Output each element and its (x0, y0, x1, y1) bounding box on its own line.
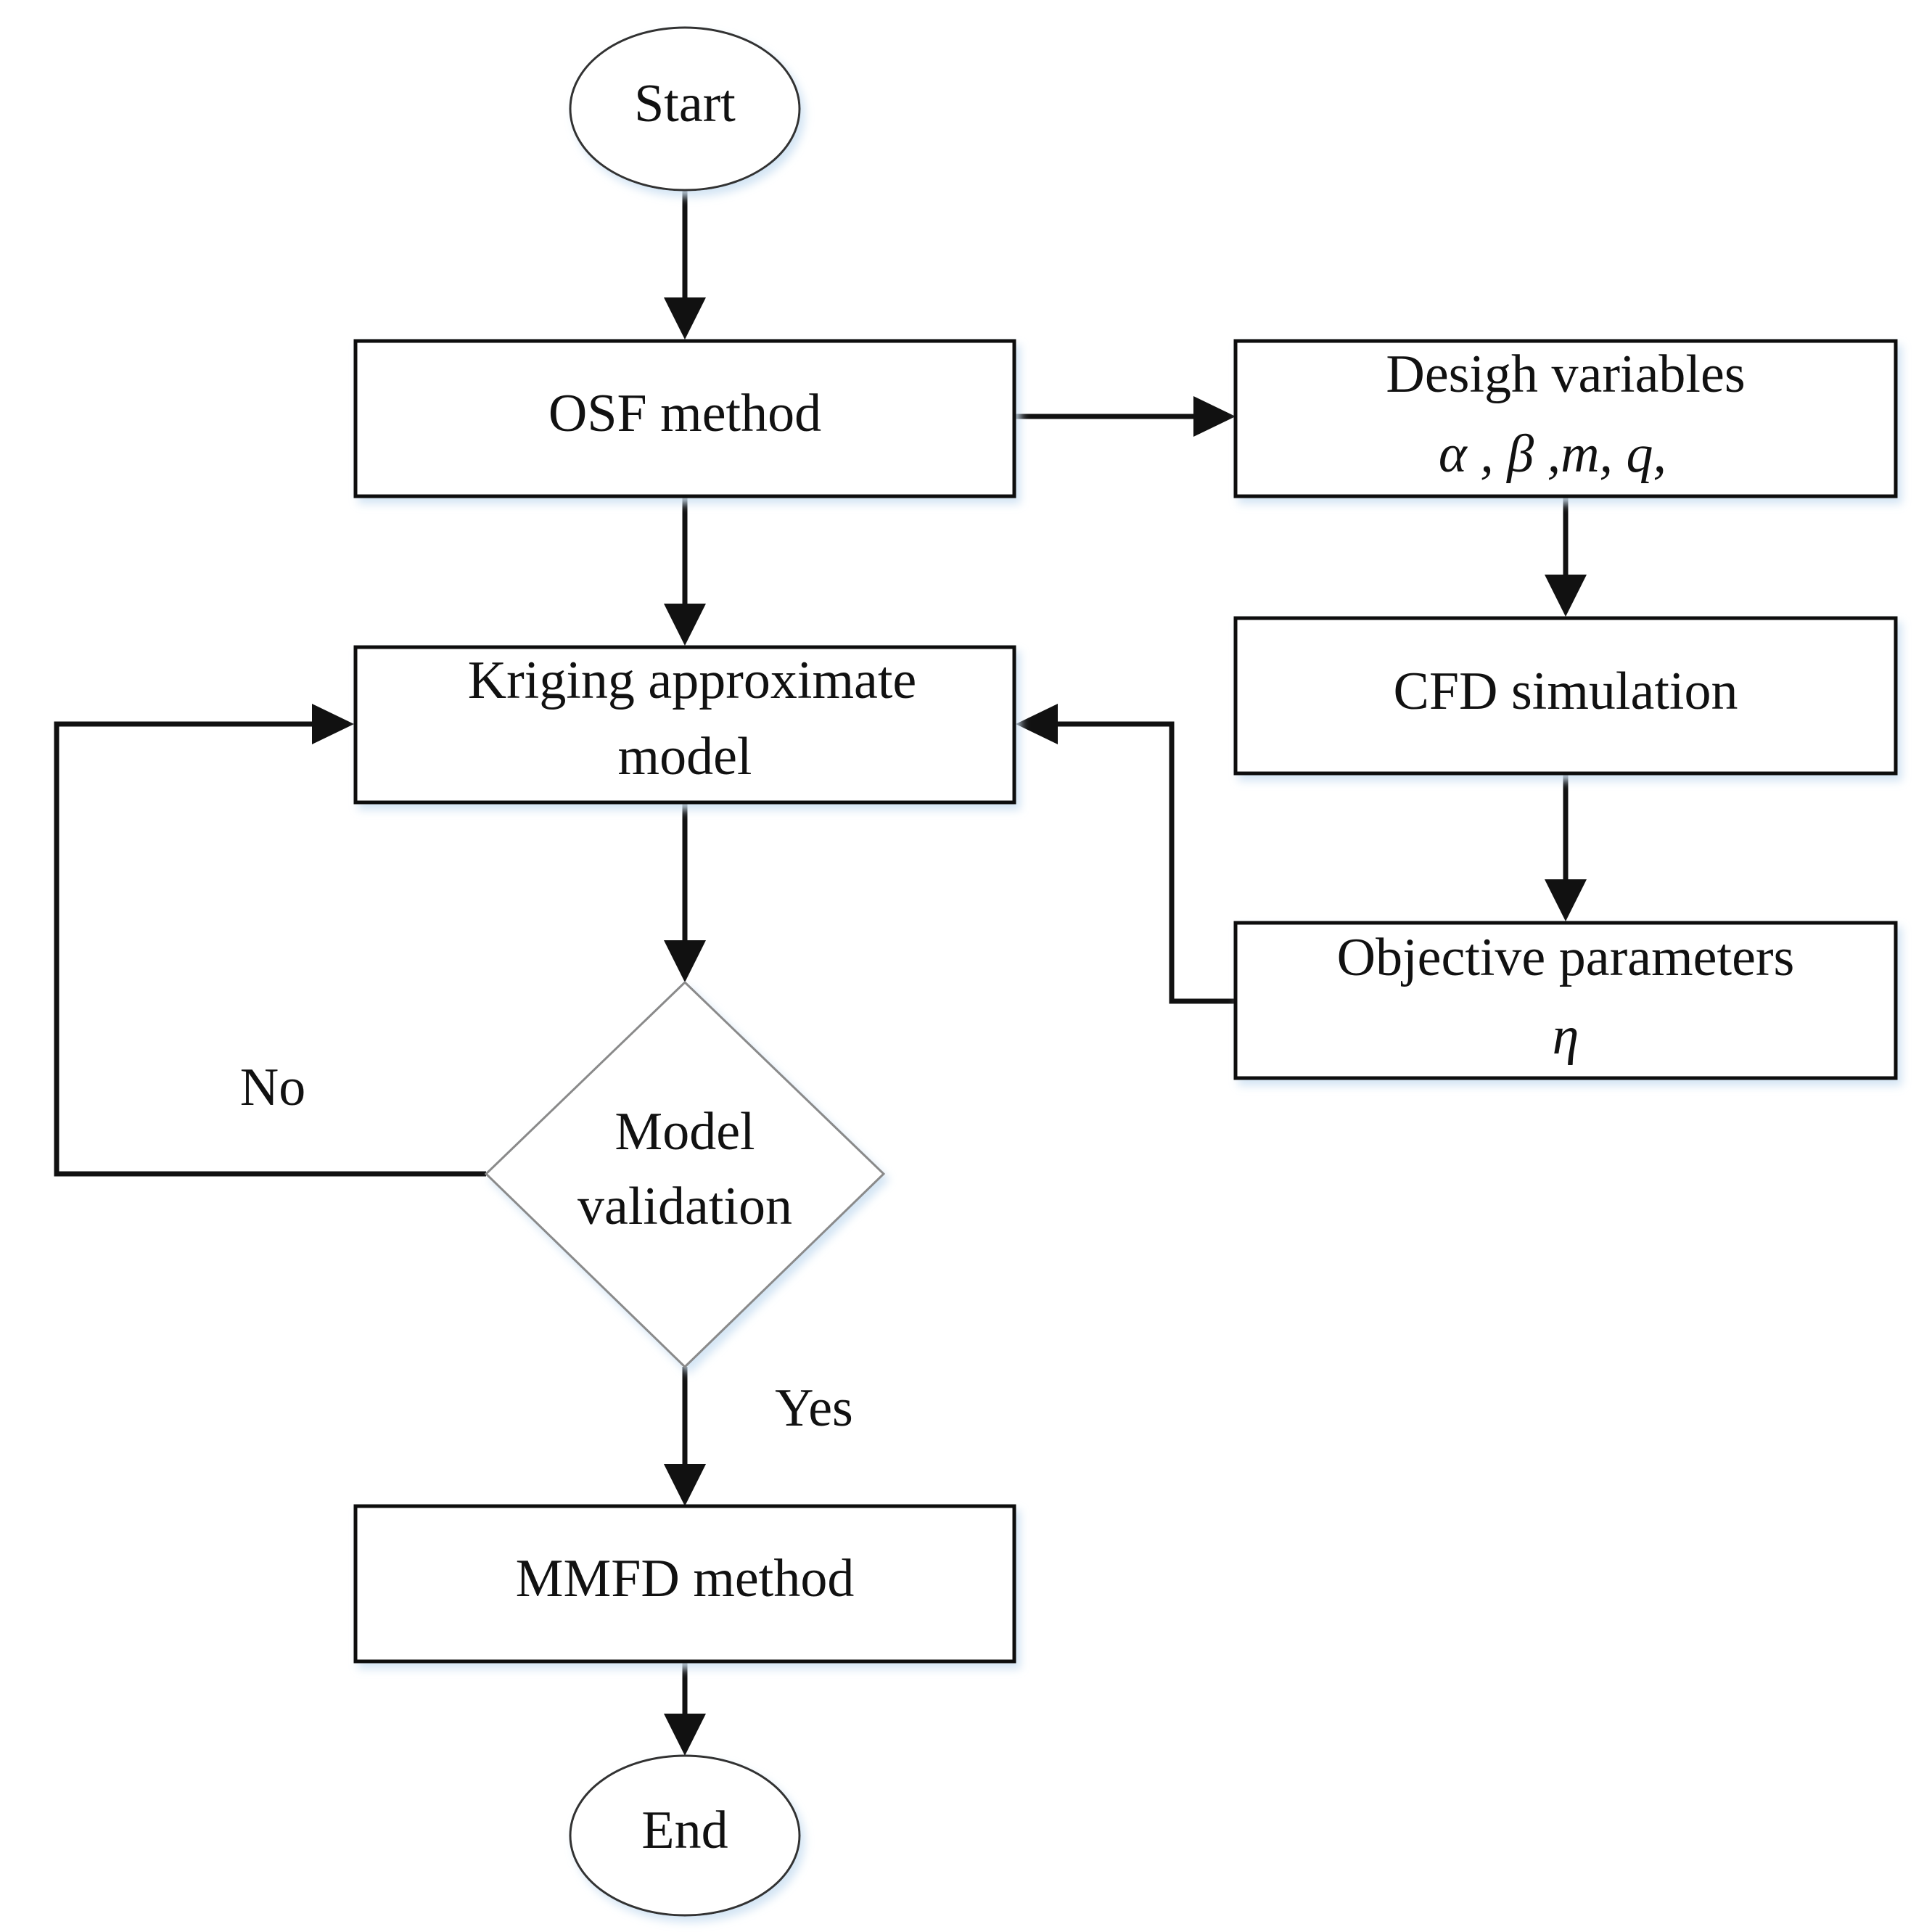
branch-no-label: No (240, 1058, 305, 1117)
model-validation-diamond (484, 980, 886, 1369)
start-terminal-shape (569, 26, 801, 192)
osf-method-label: OSF method (548, 384, 821, 443)
arrowhead-start-to-osf (664, 297, 706, 340)
mmfd-method-box (353, 1504, 1016, 1664)
end-node (569, 1754, 801, 1917)
arrowhead-design-to-cfd (1545, 575, 1587, 617)
kriging-model-node (353, 645, 1016, 805)
design-variables-box (1233, 339, 1898, 498)
design-variables-title: Desigh variables (1386, 345, 1745, 404)
start-label: Start (634, 74, 736, 133)
mmfd-method-node (353, 1504, 1016, 1664)
arrowhead-mmfd-to-end (664, 1714, 706, 1756)
design-variables-node (1233, 339, 1898, 498)
connectors (54, 190, 1587, 1756)
end-terminal-shape (569, 1754, 801, 1917)
kriging-model-line1: Kriging approximate (468, 651, 917, 710)
branch-yes-label: Yes (775, 1378, 853, 1438)
arrowhead-kriging-to-validation (664, 940, 706, 982)
objective-parameters-node (1233, 921, 1898, 1080)
osf-method-node (353, 339, 1016, 498)
cfd-simulation-label: CFD simulation (1394, 662, 1738, 721)
arrowhead-validation-to-mmfd (664, 1464, 706, 1506)
cfd-simulation-node (1233, 616, 1898, 776)
kriging-model-box (353, 645, 1016, 805)
objective-parameters-symbol: η (1553, 1006, 1579, 1066)
arrowhead-osf-to-kriging (664, 604, 706, 646)
arrow-validation-no-loop (54, 721, 486, 1177)
cfd-simulation-box (1233, 616, 1898, 776)
mmfd-method-label: MMFD method (516, 1549, 855, 1608)
end-label: End (641, 1801, 728, 1860)
model-validation-line2: validation (577, 1177, 792, 1236)
objective-parameters-title: Objective parameters (1337, 928, 1795, 987)
objective-parameters-box (1233, 921, 1898, 1080)
osf-method-box (353, 339, 1016, 498)
arrowhead-cfd-to-objective (1545, 879, 1587, 921)
model-validation-line1: Model (614, 1102, 755, 1162)
start-node (569, 26, 801, 192)
arrowhead-validation-no-loop (312, 704, 354, 744)
kriging-model-line2: model (618, 727, 752, 786)
arrowhead-osf-to-design-variables (1193, 396, 1236, 437)
model-validation-node (484, 980, 886, 1369)
arrowhead-objective-to-kriging (1016, 704, 1058, 744)
arrow-objective-to-kriging (1058, 721, 1236, 1004)
design-variables-symbols: α , β ,m, q, (1439, 424, 1666, 484)
